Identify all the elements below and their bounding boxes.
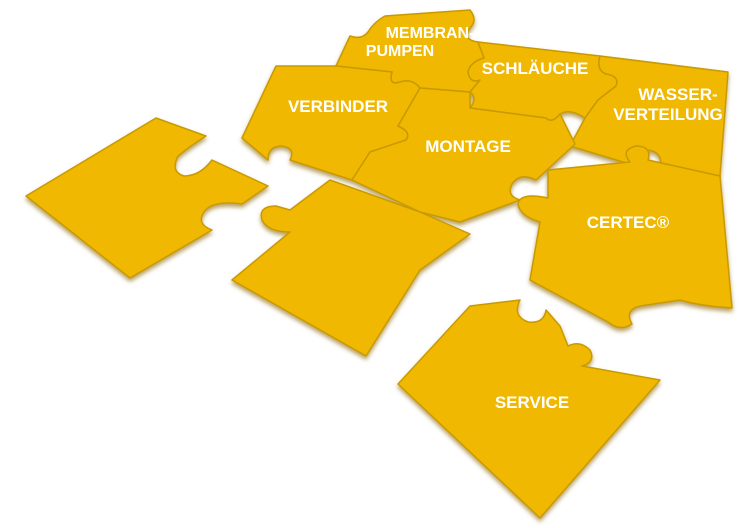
puzzle-piece-left — [25, 117, 269, 279]
verbinder-label: VERBINDER — [288, 97, 388, 116]
puzzle-piece-certec — [517, 145, 733, 329]
wasserverteilung-label-line2: VERTEILUNG — [613, 105, 723, 124]
membranpumpen-label-line2: PUMPEN — [366, 43, 434, 60]
certec-label: CERTEC® — [587, 213, 670, 232]
wasserverteilung-label-line1: WASSER- — [638, 85, 717, 104]
membranpumpen-label-line1: MEMBRAN- — [386, 25, 475, 42]
schlaeuche-label: SCHLÄUCHE — [482, 59, 589, 78]
service-label: SERVICE — [495, 393, 569, 412]
montage-label: MONTAGE — [425, 137, 511, 156]
puzzle-piece-center — [231, 179, 471, 357]
puzzle-piece-service — [397, 299, 661, 519]
puzzle-piece-montage — [351, 87, 576, 223]
puzzle-piece-wasserverteilung — [569, 55, 729, 177]
